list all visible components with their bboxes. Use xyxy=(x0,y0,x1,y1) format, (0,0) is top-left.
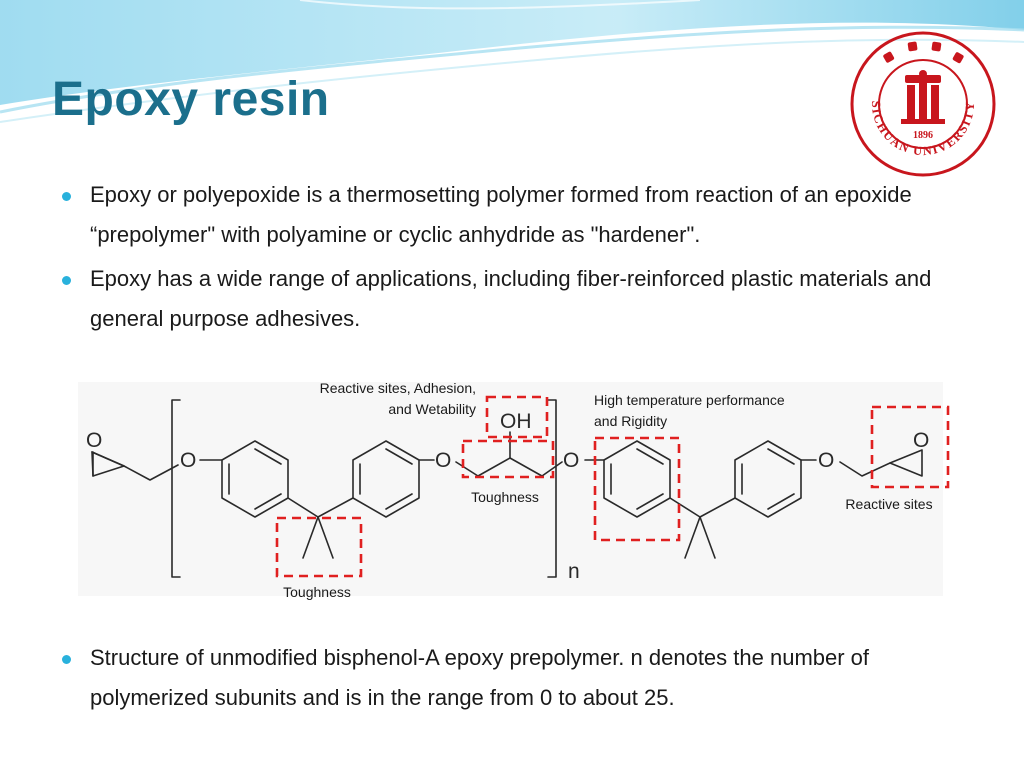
bullet-text: Epoxy has a wide range of applications, … xyxy=(90,266,932,331)
highlight-box-hydroxyl xyxy=(485,395,549,439)
bullet-marker xyxy=(62,655,71,664)
bullet-marker xyxy=(62,276,71,285)
label-reactive-sites: Reactive sites xyxy=(845,496,932,512)
seal-year: 1896 xyxy=(913,130,933,141)
highlight-box-benzene xyxy=(593,436,681,542)
bullet-text: Structure of unmodified bisphenol-A epox… xyxy=(90,645,870,710)
right-epoxide-group: O xyxy=(889,429,929,477)
bullet-text: Epoxy or polyepoxide is a thermosetting … xyxy=(90,182,912,247)
label-rigidity: and Rigidity xyxy=(594,413,667,429)
slide-title: Epoxy resin xyxy=(52,73,330,126)
bullet-applications: Epoxy has a wide range of applications, … xyxy=(62,259,980,339)
highlight-box-epoxide xyxy=(870,405,950,489)
repeat-subscript-n: n xyxy=(568,560,580,583)
epoxide-oxygen: O xyxy=(913,429,929,452)
repeat-bracket-right xyxy=(547,399,557,578)
bullet-marker xyxy=(62,192,71,201)
hydroxyl-group: OH xyxy=(500,410,532,433)
highlight-box-linker xyxy=(461,439,555,479)
ether-oxygen: O xyxy=(180,449,196,472)
university-seal-logo: 1896 SICHUAN UNIVERSITY xyxy=(850,31,996,177)
benzene-ring xyxy=(352,440,420,518)
benzene-ring xyxy=(603,440,671,518)
benzene-ring xyxy=(221,440,289,518)
label-high-temperature: High temperature performance xyxy=(594,392,785,408)
epoxide-oxygen: O xyxy=(86,429,102,452)
benzene-ring xyxy=(734,440,802,518)
label-toughness-linker: Toughness xyxy=(471,489,539,505)
highlight-box-isopropylidene xyxy=(275,516,363,578)
left-epoxide-group: O xyxy=(86,429,179,481)
bullet-definition: Epoxy or polyepoxide is a thermosetting … xyxy=(62,175,980,255)
ether-oxygen: O xyxy=(435,449,451,472)
bullet-structure-caption: Structure of unmodified bisphenol-A epox… xyxy=(62,638,980,718)
repeat-bracket-left xyxy=(171,399,181,578)
header-wave-decoration xyxy=(0,0,1024,123)
label-toughness-isopropylidene: Toughness xyxy=(283,584,351,600)
label-reactive-adhesion: Reactive sites, Adhesion, xyxy=(320,380,476,396)
ether-oxygen: O xyxy=(563,449,579,472)
ether-oxygen: O xyxy=(818,449,834,472)
label-wetability: and Wetability xyxy=(388,401,476,417)
